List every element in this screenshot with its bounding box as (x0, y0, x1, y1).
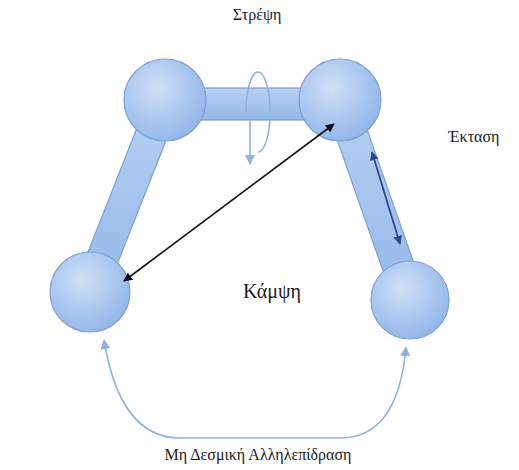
atom (50, 252, 130, 332)
nonbonded-label: Μη Δεσμική Αλληλεπίδραση (165, 446, 352, 464)
torsion-loop (246, 72, 270, 112)
stretch-label: Έκταση (449, 128, 500, 146)
atom (371, 261, 449, 339)
bend-label: Κάμψη (243, 280, 301, 303)
torsion-loop (258, 118, 270, 152)
bend-arrow (124, 124, 334, 281)
atom (299, 59, 381, 141)
stretch-arrow (372, 152, 400, 244)
torsion-label: Στρέψη (233, 6, 282, 24)
torsion-arrow (249, 120, 251, 164)
nonbonded-arrow (104, 340, 406, 438)
atom (124, 59, 206, 141)
